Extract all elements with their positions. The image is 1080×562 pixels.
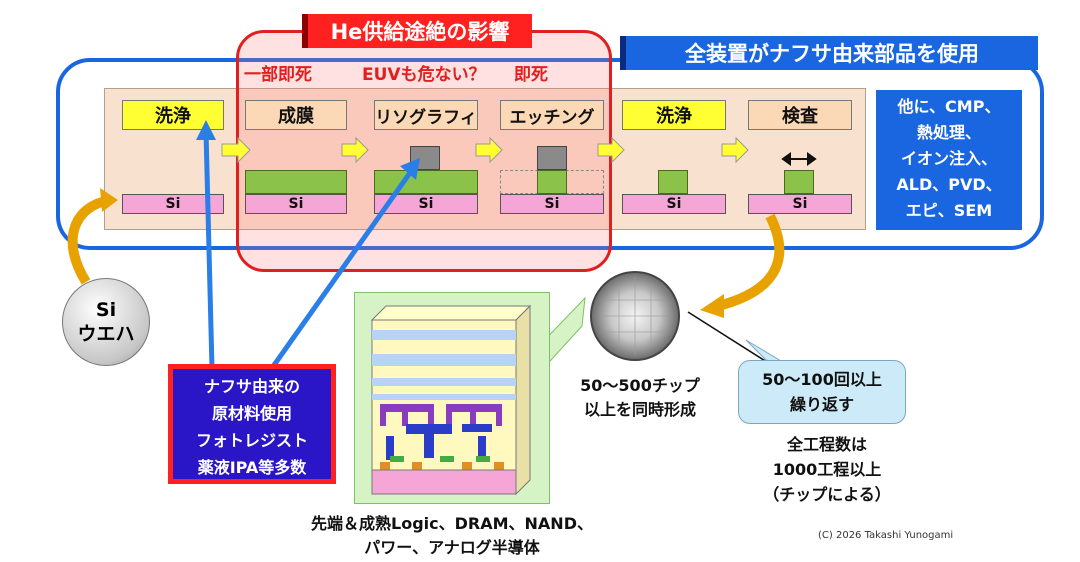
si-wafer-line: Si	[95, 299, 117, 321]
deposited-film	[245, 170, 347, 194]
si-wafer-line: ウエハ	[77, 323, 135, 345]
naphtha-line: ナフサ由来の	[203, 377, 300, 396]
naphtha-line: 薬液IPA等多数	[197, 458, 307, 477]
applications-line: 先端＆成熟Logic、DRAM、NAND、	[311, 514, 593, 533]
applications-caption: 先端＆成熟Logic、DRAM、NAND、 パワー、アナログ半導体	[262, 512, 642, 560]
si-substrate-3: Si	[374, 194, 478, 214]
si-substrate-4: Si	[500, 194, 604, 214]
applications-line: パワー、アナログ半導体	[364, 538, 540, 557]
other-process-line: 他に、CMP、	[897, 97, 1001, 116]
step-inspection: 検査	[748, 100, 852, 130]
naphtha-to-litho-arrow	[269, 168, 415, 370]
impact-euv-risk: EUVも危ない？	[362, 65, 486, 85]
impact-instant-death: 即死	[514, 65, 548, 85]
naphtha-to-cleaning-arrow	[203, 131, 215, 369]
naphtha-line: フォトレジスト	[195, 431, 308, 450]
step-lithography: リソグラフィ	[374, 100, 478, 130]
total-steps-line: 1000工程以上	[772, 460, 882, 479]
copyright-note: (C) 2026 Takashi Yunogami	[818, 530, 954, 541]
etch-resist	[537, 146, 567, 170]
naphtha-line: 原材料使用	[211, 404, 292, 423]
si-substrate-6: Si	[748, 194, 852, 214]
chip-caption-line: 以上を同時形成	[583, 400, 696, 419]
other-processes-panel: 他に、CMP、 熱処理、 イオン注入、 ALD、PVD、 エピ、SEM	[876, 90, 1022, 230]
chip-caption: 50～500チップ 以上を同時形成	[560, 374, 720, 422]
step-etching: エッチング	[500, 100, 604, 130]
other-process-line: 熱処理、	[916, 123, 981, 142]
repeat-line: 繰り返す	[789, 395, 854, 414]
etch-film	[537, 170, 567, 194]
chip-to-repeat-arrow	[687, 311, 771, 365]
other-process-line: イオン注入、	[900, 149, 997, 168]
repeat-line: 50～100回以上	[762, 370, 882, 389]
litho-film	[374, 170, 478, 194]
he-supply-banner: He供給途絶の影響	[302, 14, 532, 48]
wafer-input-curved-arrow	[67, 195, 112, 285]
process-flow-frame	[56, 58, 1044, 250]
step-cleaning-2: 洗浄	[622, 100, 726, 130]
total-steps-line: （チップによる）	[763, 485, 891, 504]
impact-partial-death: 一部即死	[244, 65, 312, 85]
all-equipment-banner-text: 全装置がナフサ由来部品を使用	[685, 42, 979, 66]
total-steps-line: 全工程数は	[786, 435, 867, 454]
chip-cross-section-drawing	[370, 304, 532, 496]
chip-caption-line: 50～500チップ	[580, 376, 700, 395]
clean-film	[658, 170, 688, 194]
chip-grid	[600, 276, 670, 356]
inspect-film	[784, 170, 814, 194]
other-process-line: ALD、PVD、	[896, 175, 1002, 194]
si-wafer-circle: Si ウエハ	[62, 278, 150, 366]
all-equipment-banner: 全装置がナフサ由来部品を使用	[620, 36, 1038, 70]
step-deposition: 成膜	[245, 100, 347, 130]
naphtha-materials-box: ナフサ由来の 原材料使用 フォトレジスト 薬液IPA等多数	[168, 364, 336, 484]
si-substrate-1: Si	[122, 194, 224, 214]
si-substrate-5: Si	[622, 194, 726, 214]
other-process-line: エピ、SEM	[905, 201, 993, 220]
si-substrate-2: Si	[245, 194, 347, 214]
output-curved-arrow	[716, 213, 785, 311]
repeat-bubble: 50～100回以上 繰り返す	[738, 360, 906, 424]
he-supply-banner-text: He供給途絶の影響	[330, 20, 510, 44]
total-steps-note: 全工程数は 1000工程以上 （チップによる）	[742, 432, 912, 507]
